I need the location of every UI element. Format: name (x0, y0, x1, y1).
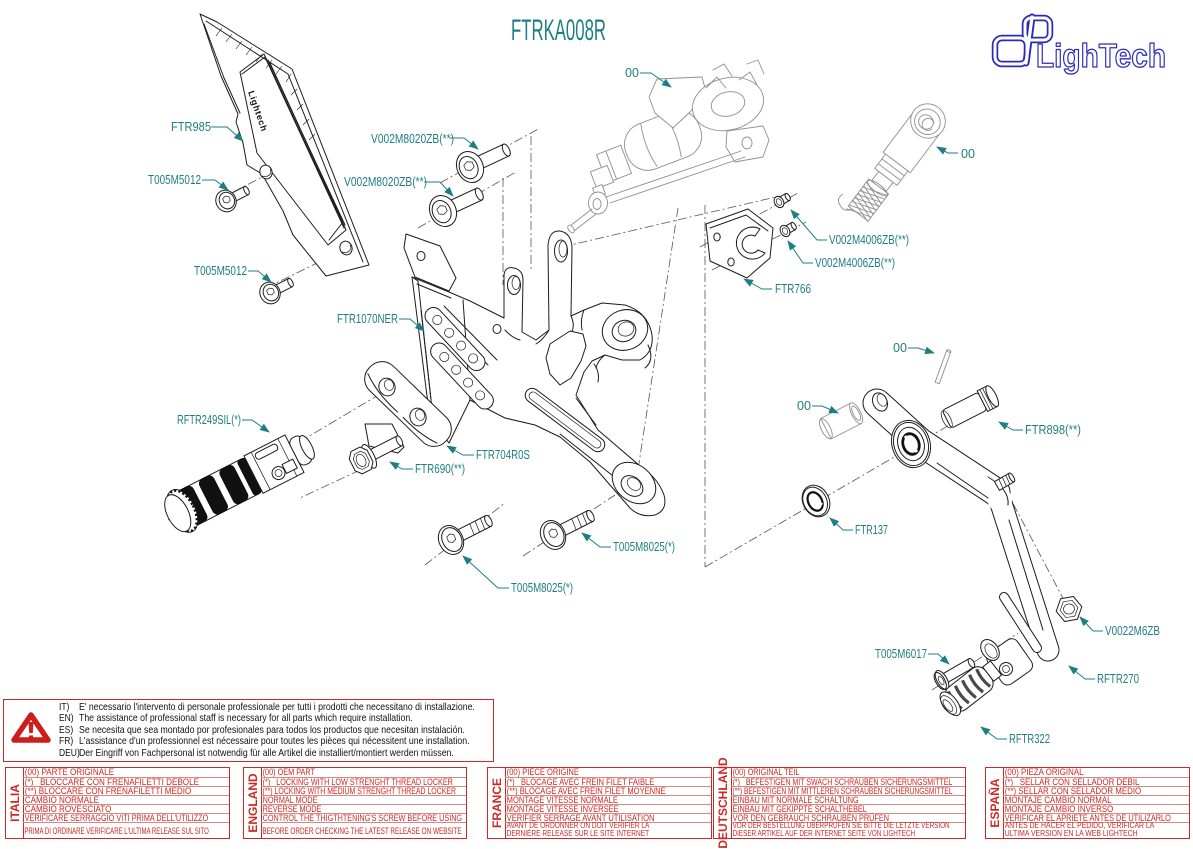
svg-text:T005M5012: T005M5012 (194, 263, 247, 278)
svg-text:FTR1070NER: FTR1070NER (337, 311, 398, 326)
svg-text:FTR898(**): FTR898(**) (1025, 422, 1081, 437)
svg-text:FTR690(**): FTR690(**) (415, 461, 465, 476)
svg-text:FTR704R0S: FTR704R0S (476, 447, 530, 462)
svg-text:V002M4006ZB(**): V002M4006ZB(**) (829, 232, 909, 247)
svg-text:RFTR322: RFTR322 (1009, 731, 1050, 746)
svg-text:T005M6017: T005M6017 (875, 646, 927, 661)
svg-text:RFTR249SIL(*): RFTR249SIL(*) (177, 412, 241, 427)
svg-text:FTR137: FTR137 (855, 522, 888, 537)
svg-text:00: 00 (625, 65, 639, 80)
svg-text:T005M8025(*): T005M8025(*) (511, 580, 573, 595)
svg-text:FTRKA008R: FTRKA008R (511, 14, 606, 47)
svg-text:T005M8025(*): T005M8025(*) (613, 539, 675, 554)
svg-text:RFTR270: RFTR270 (1097, 671, 1139, 686)
svg-text:V0022M6ZB: V0022M6ZB (1105, 623, 1160, 638)
svg-text:V002M8020ZB(**): V002M8020ZB(**) (371, 131, 454, 146)
svg-text:T005M5012: T005M5012 (148, 172, 201, 187)
svg-text:00: 00 (961, 146, 975, 161)
svg-text:FTR985: FTR985 (171, 119, 211, 134)
svg-text:V002M4006ZB(**): V002M4006ZB(**) (815, 255, 895, 270)
svg-text:00: 00 (893, 340, 907, 355)
svg-text:FTR766: FTR766 (775, 281, 811, 296)
svg-text:LighTech: LighTech (1036, 37, 1166, 74)
svg-text:00: 00 (797, 398, 811, 413)
svg-text:V002M8020ZB(**): V002M8020ZB(**) (344, 174, 427, 189)
